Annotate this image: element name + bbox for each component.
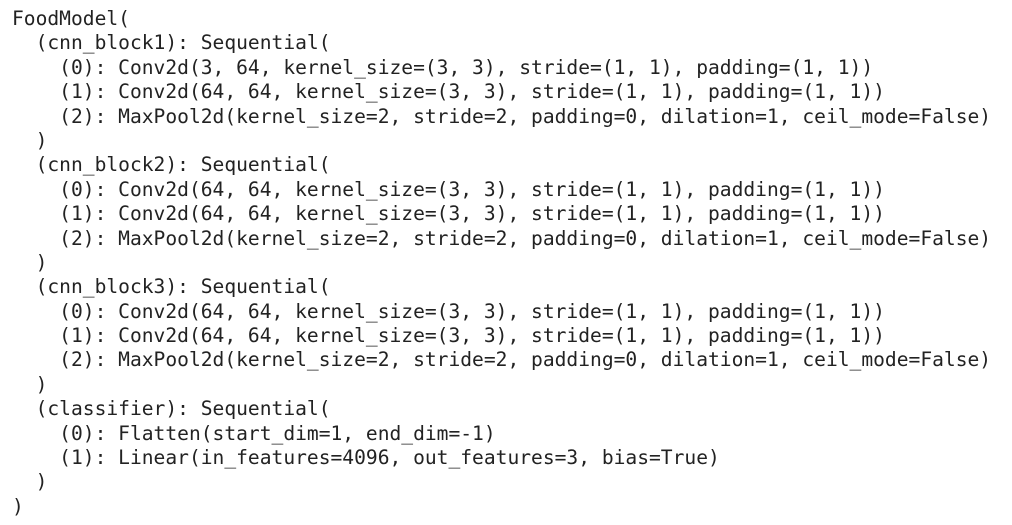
output-line-block2-conv0: (0): Conv2d(64, 64, kernel_size=(3, 3), … (12, 177, 885, 201)
output-line-classifier-flatten: (0): Flatten(start_dim=1, end_dim=-1) (12, 421, 496, 445)
output-line-block3-header: (cnn_block3): Sequential( (12, 275, 331, 299)
output-line-block1-close: ) (12, 128, 48, 152)
output-line-classifier-header: (classifier): Sequential( (12, 397, 331, 421)
output-line-block3-pool: (2): MaxPool2d(kernel_size=2, stride=2, … (12, 348, 992, 372)
output-line-block2-header: (cnn_block2): Sequential( (12, 153, 331, 177)
output-line-block1-pool: (2): MaxPool2d(kernel_size=2, stride=2, … (12, 104, 992, 128)
output-line-block1-header: (cnn_block1): Sequential( (12, 31, 331, 55)
output-line-classifier-linear: (1): Linear(in_features=4096, out_featur… (12, 446, 720, 470)
output-line-block1-conv1: (1): Conv2d(64, 64, kernel_size=(3, 3), … (12, 80, 885, 104)
output-line-model-header: FoodModel( (12, 7, 130, 30)
output-line-block2-conv1: (1): Conv2d(64, 64, kernel_size=(3, 3), … (12, 202, 885, 226)
model-summary-text: FoodModel( (cnn_block1): Sequential( (0)… (12, 7, 1012, 519)
output-line-block1-conv0: (0): Conv2d(3, 64, kernel_size=(3, 3), s… (12, 55, 874, 79)
output-line-block3-conv1: (1): Conv2d(64, 64, kernel_size=(3, 3), … (12, 324, 885, 348)
output-line-classifier-close: ) (12, 470, 48, 494)
output-line-block2-pool: (2): MaxPool2d(kernel_size=2, stride=2, … (12, 226, 992, 250)
output-line-block3-conv0: (0): Conv2d(64, 64, kernel_size=(3, 3), … (12, 299, 885, 323)
output-line-block3-close: ) (12, 372, 48, 396)
output-line-block2-close: ) (12, 250, 48, 274)
output-line-model-close: ) (12, 494, 24, 518)
